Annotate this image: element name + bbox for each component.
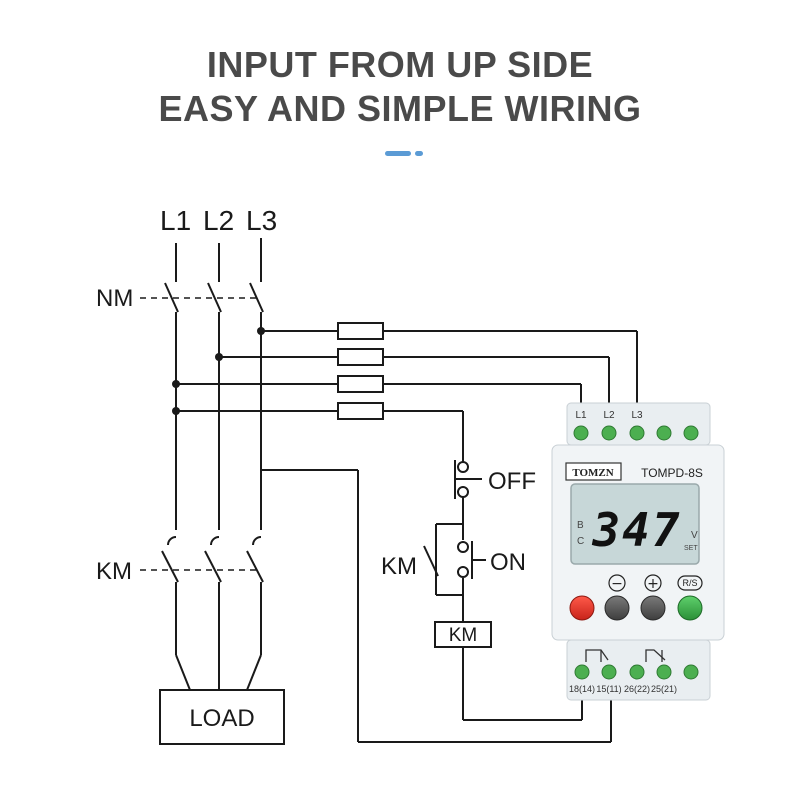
lcd-indicator-b: B xyxy=(577,520,584,531)
top-terminal-screws xyxy=(573,425,699,441)
nm-label: NM xyxy=(96,285,133,312)
off-label: OFF xyxy=(488,468,536,495)
plus-legend: + xyxy=(647,576,659,592)
brand-badge xyxy=(565,462,622,481)
km-label: KM xyxy=(96,558,132,585)
rs-button[interactable] xyxy=(677,595,703,621)
terminal-label-l3: L3 xyxy=(631,410,643,421)
wires xyxy=(161,238,638,743)
minus-button[interactable] xyxy=(604,595,630,621)
fuses xyxy=(337,322,384,420)
plus-legend-ring xyxy=(644,574,662,592)
rs-legend-ring xyxy=(677,575,703,591)
terminal-label-25-21: 25(21) xyxy=(651,684,677,694)
plus-button[interactable] xyxy=(640,595,666,621)
on-label: ON xyxy=(490,549,526,576)
terminal-label-l1: L1 xyxy=(575,410,587,421)
phase-label-l1: L1 xyxy=(160,205,191,236)
relay-contact-symbols xyxy=(585,649,666,662)
lcd-unit-set: SET xyxy=(684,545,698,552)
load-label: LOAD xyxy=(189,705,254,732)
terminal-label-l2: L2 xyxy=(603,410,615,421)
bottom-terminal-screws xyxy=(574,664,699,680)
model-label: TOMPD-8S xyxy=(641,466,703,480)
terminal-label-18-14: 18(14) xyxy=(569,684,595,694)
on-push-button xyxy=(423,541,486,579)
accent-bar xyxy=(385,151,425,156)
km-coil-box xyxy=(434,621,492,648)
junction-dots xyxy=(172,327,265,415)
red-button[interactable] xyxy=(569,595,595,621)
lcd-reading: 347 xyxy=(591,503,681,557)
terminal-label-26-22: 26(22) xyxy=(624,684,650,694)
load-box xyxy=(159,689,285,745)
off-push-button xyxy=(454,460,482,499)
minus-legend: − xyxy=(611,576,623,592)
rs-legend: R/S xyxy=(682,578,697,588)
lcd-indicator-c: C xyxy=(577,536,584,547)
terminal-label-15-11: 15(11) xyxy=(596,684,621,694)
phase-label-l3: L3 xyxy=(246,205,277,236)
km-coil-label: KM xyxy=(449,625,478,646)
lcd-screen xyxy=(570,483,700,565)
mechanical-links xyxy=(140,297,258,571)
heading-line-2: EASY AND SIMPLE WIRING xyxy=(158,88,642,129)
heading-line-1: INPUT FROM UP SIDE xyxy=(206,44,594,85)
brand-label: TOMZN xyxy=(572,467,613,479)
phase-label-l2: L2 xyxy=(203,205,234,236)
km-hold-contact-label: KM xyxy=(381,553,417,580)
minus-legend-ring xyxy=(608,574,626,592)
lcd-unit-v: V xyxy=(691,530,698,541)
